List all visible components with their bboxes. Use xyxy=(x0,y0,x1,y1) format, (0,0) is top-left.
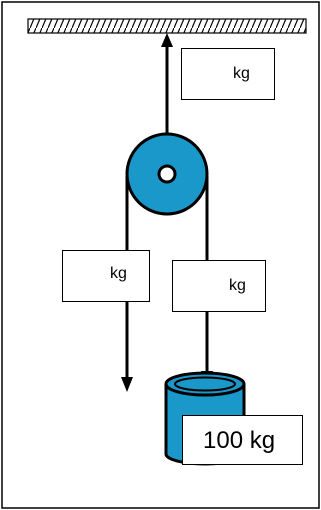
hanging-mass-label-box: 100 kg xyxy=(182,415,303,465)
upper-tension-unit: kg xyxy=(233,65,250,82)
right-tension-unit: kg xyxy=(229,277,246,294)
left-arrow-head xyxy=(121,377,133,392)
pulley xyxy=(125,132,209,216)
ceiling-support xyxy=(27,18,307,34)
left-tension-unit: kg xyxy=(110,265,127,282)
pulley-axle xyxy=(157,164,177,184)
upper-tension-label-box: kg xyxy=(181,48,275,100)
upper-arrow-head xyxy=(161,33,173,47)
right-tension-label-box: kg xyxy=(172,260,266,312)
hanging-mass-label: 100 kg xyxy=(203,427,276,454)
left-tension-label-box: kg xyxy=(62,250,150,302)
